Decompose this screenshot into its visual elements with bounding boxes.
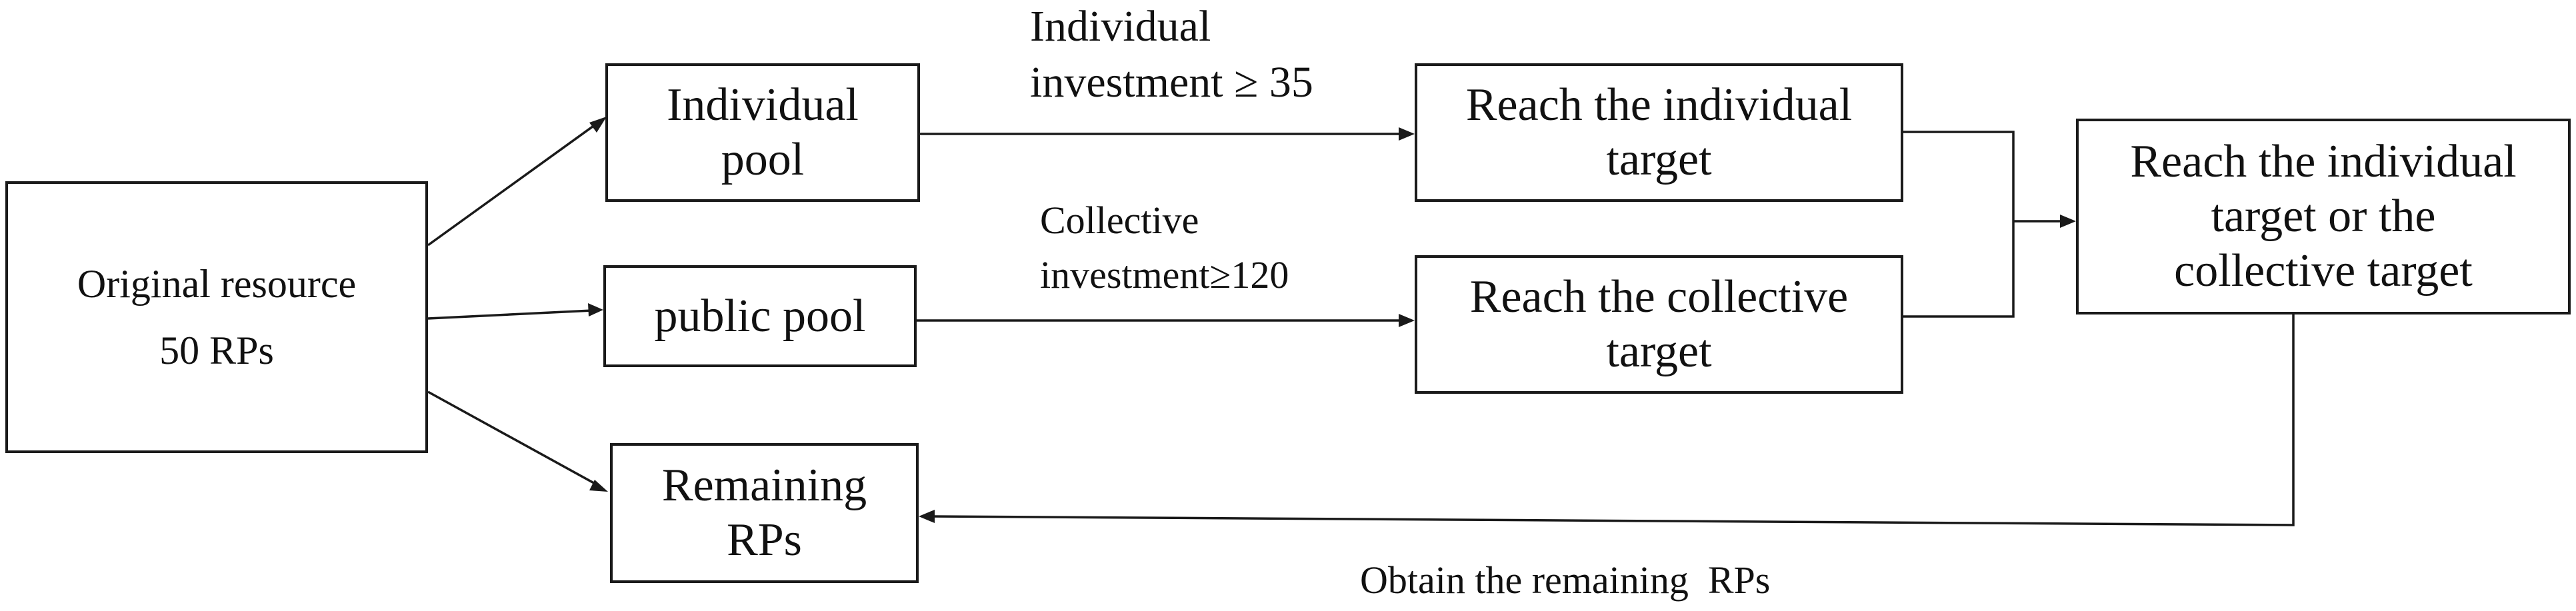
edge-label-collective-condition: Collective investment≥120 [1040, 193, 1413, 303]
edge-label-obtain-remaining: Obtain the remaining RPs [1360, 558, 1771, 602]
edge-label-individual-condition-line1: Individual [1030, 2, 1211, 51]
edge-label-collective-condition-line1: Collective [1040, 199, 1199, 242]
arrowhead-individual-target [1399, 127, 1415, 141]
arrowhead-remaining [589, 480, 608, 492]
node-collective-target: Reach the collective target [1415, 255, 1903, 394]
node-remaining-rps-line2: RPs [727, 514, 802, 566]
connector-collective-target-to-junction [1903, 221, 2015, 318]
node-public-pool-line1: public pool [654, 290, 866, 342]
arrow-original-to-individual-pool [427, 120, 601, 247]
node-original-resource: Original resource 50 RPs [5, 181, 428, 453]
node-individual-pool: Individual pool [605, 63, 920, 202]
edge-label-individual-condition-line2: investment ≥ 35 [1030, 58, 1313, 107]
arrowhead-either-target [2060, 215, 2076, 228]
node-individual-target-line2: target [1606, 134, 1712, 185]
node-individual-pool-line1: Individual [667, 79, 859, 131]
arrow-either-target-to-remaining [931, 314, 2295, 526]
arrowhead-public-pool [588, 303, 603, 316]
node-either-target-line1: Reach the individual [2130, 136, 2517, 187]
connector-individual-target-to-junction [1903, 131, 2015, 221]
node-individual-target-line1: Reach the individual [1465, 79, 1853, 131]
arrow-original-to-remaining [427, 390, 601, 488]
node-remaining-rps-line1: Remaining [661, 460, 867, 511]
arrow-original-to-public-pool [427, 309, 593, 320]
node-individual-pool-line2: pool [721, 134, 805, 185]
node-individual-target: Reach the individual target [1415, 63, 1903, 202]
node-collective-target-line1: Reach the collective [1469, 271, 1849, 322]
node-either-target-line2: target or the [2211, 191, 2436, 242]
edge-label-collective-condition-line2: investment≥120 [1040, 253, 1289, 297]
node-either-target-line3: collective target [2174, 245, 2473, 297]
arrowhead-collective-target [1399, 314, 1415, 327]
node-public-pool: public pool [603, 265, 917, 367]
node-either-target: Reach the individual target or the colle… [2076, 119, 2571, 314]
node-original-resource-line2: 50 RPs [159, 328, 274, 372]
node-remaining-rps: Remaining RPs [610, 443, 919, 583]
arrowhead-remaining-feedback [919, 510, 935, 523]
node-original-resource-line1: Original resource [77, 262, 357, 306]
edge-label-individual-condition: Individual investment ≥ 35 [1030, 0, 1403, 111]
arrowhead-individual-pool [589, 117, 607, 133]
node-collective-target-line2: target [1606, 326, 1712, 377]
